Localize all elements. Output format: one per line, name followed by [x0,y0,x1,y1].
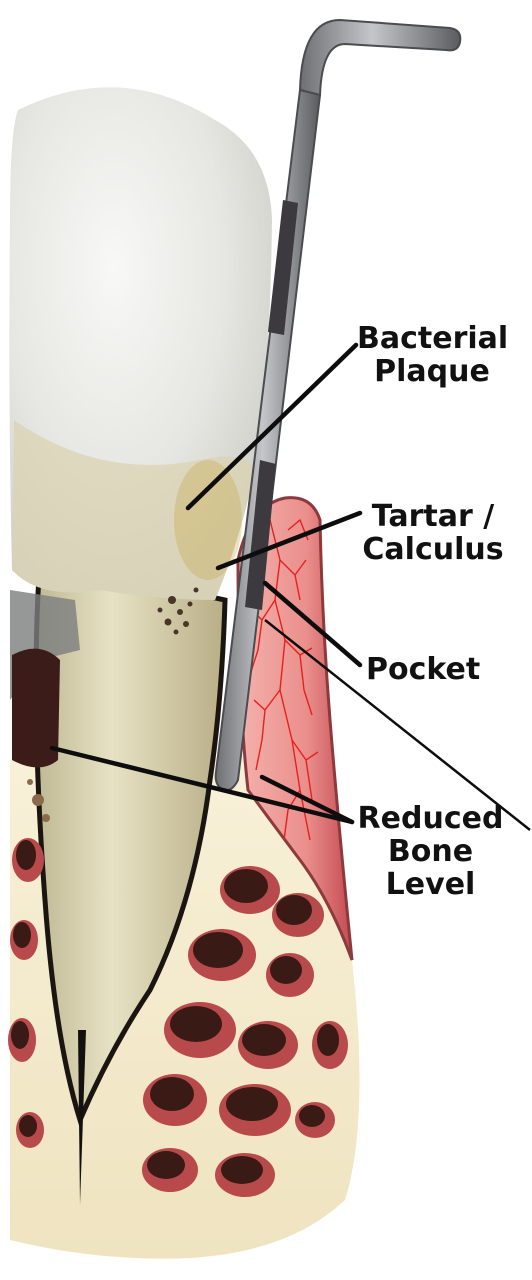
bacterial-plaque-label-line1: Bacterial [357,322,507,355]
reduced-bone-level-label: Reduced Bone Level [348,802,513,901]
pocket-label-line1: Pocket [366,653,486,686]
bacterial-plaque-label: Bacterial Plaque [357,322,507,388]
pocket-label: Pocket [366,653,486,686]
tartar-calculus-label-line1: Tartar / [358,500,508,533]
bacterial-plaque-label-line2: Plaque [357,355,507,388]
tartar-calculus-label: Tartar / Calculus [358,500,508,566]
tartar-calculus-label-line2: Calculus [358,533,508,566]
reduced-bone-level-label-line1: Reduced [348,802,513,835]
reduced-bone-level-label-line2: Bone [348,835,513,868]
reduced-bone-level-label-line3: Level [348,868,513,901]
